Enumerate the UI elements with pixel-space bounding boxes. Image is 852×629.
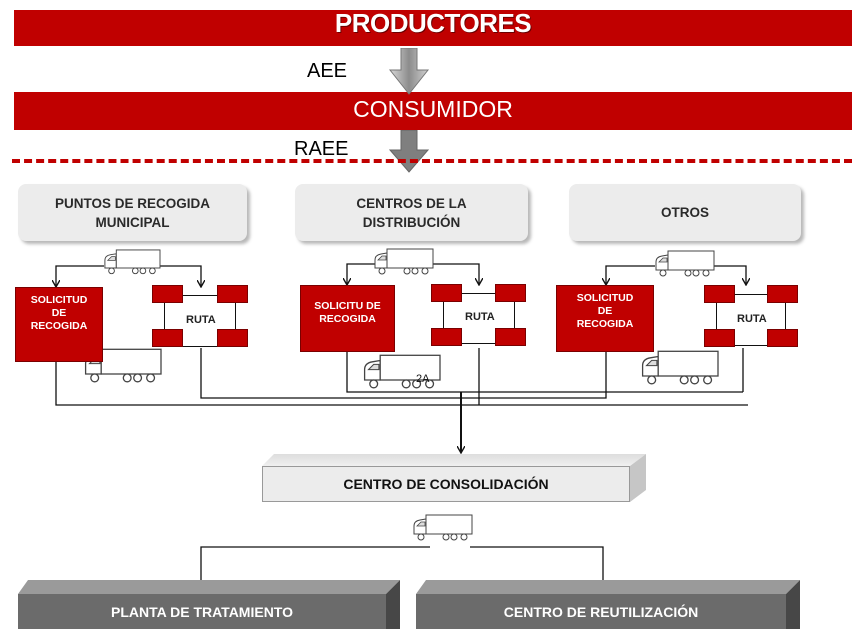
aee-label: AEE	[307, 60, 348, 82]
source-label: CENTROS DE LA DISTRIBUCIÓN	[356, 195, 467, 230]
truck-icon	[655, 250, 715, 277]
ruta-label: RUTA	[186, 314, 216, 326]
source-puntos-recogida: PUNTOS DE RECOGIDA MUNICIPAL	[18, 184, 247, 241]
raee-label: RAEE	[294, 138, 349, 160]
destination-label: PLANTA DE TRATAMIENTO	[18, 594, 386, 629]
solicitud-label: SOLICITU DE RECOGIDA	[314, 300, 381, 325]
solicitud-label: SOLICITUD DE RECOGIDA	[576, 292, 634, 330]
destination-label: CENTRO DE REUTILIZACIÓN	[416, 594, 786, 629]
source-otros: OTROS	[569, 184, 801, 241]
route-stop	[431, 328, 462, 346]
productores-label: PRODUCTORES	[334, 8, 532, 38]
destination-planta-tratamiento: PLANTA DE TRATAMIENTO	[18, 580, 400, 629]
centro-consolidacion-label: CENTRO DE CONSOLIDACIÓN	[262, 466, 630, 502]
truck-icon	[104, 249, 161, 275]
boundary-dashed-line	[12, 159, 852, 163]
solicitud-recogida-box: SOLICITUD DE RECOGIDA	[15, 287, 103, 362]
route-stop	[767, 329, 798, 347]
band-consumidor: CONSUMIDOR	[14, 92, 852, 130]
band-productores: PRODUCTORES	[14, 10, 852, 46]
route-stop	[704, 329, 735, 347]
source-label: PUNTOS DE RECOGIDA MUNICIPAL	[54, 195, 211, 230]
route-stop	[495, 328, 526, 346]
source-label: OTROS	[660, 205, 709, 220]
route-stop	[152, 329, 183, 347]
solicitud-recogida-box: SOLICITUD DE RECOGIDA	[556, 285, 654, 352]
truck-note: 2A	[416, 373, 430, 385]
route-stop	[767, 285, 798, 303]
truck-icon	[641, 350, 719, 385]
route-stop	[217, 285, 248, 303]
truck-icon	[374, 248, 434, 275]
ruta-label: RUTA	[737, 313, 767, 325]
route-stop	[495, 284, 526, 302]
route-stop	[431, 284, 462, 302]
flow-arrow-aee	[388, 48, 430, 95]
route-stop	[704, 285, 735, 303]
source-centros-distribucion: CENTROS DE LA DISTRIBUCIÓN	[295, 184, 528, 241]
solicitud-label: SOLICITUD DE RECOGIDA	[30, 294, 88, 332]
solicitud-recogida-box: SOLICITU DE RECOGIDA	[300, 285, 395, 352]
route-stop	[217, 329, 248, 347]
destination-centro-reutilizacion: CENTRO DE REUTILIZACIÓN	[416, 580, 800, 629]
truck-icon	[413, 514, 473, 541]
centro-consolidacion-box: CENTRO DE CONSOLIDACIÓN	[262, 454, 646, 502]
ruta-label: RUTA	[465, 311, 495, 323]
route-stop	[152, 285, 183, 303]
consumidor-label: CONSUMIDOR	[353, 96, 513, 122]
